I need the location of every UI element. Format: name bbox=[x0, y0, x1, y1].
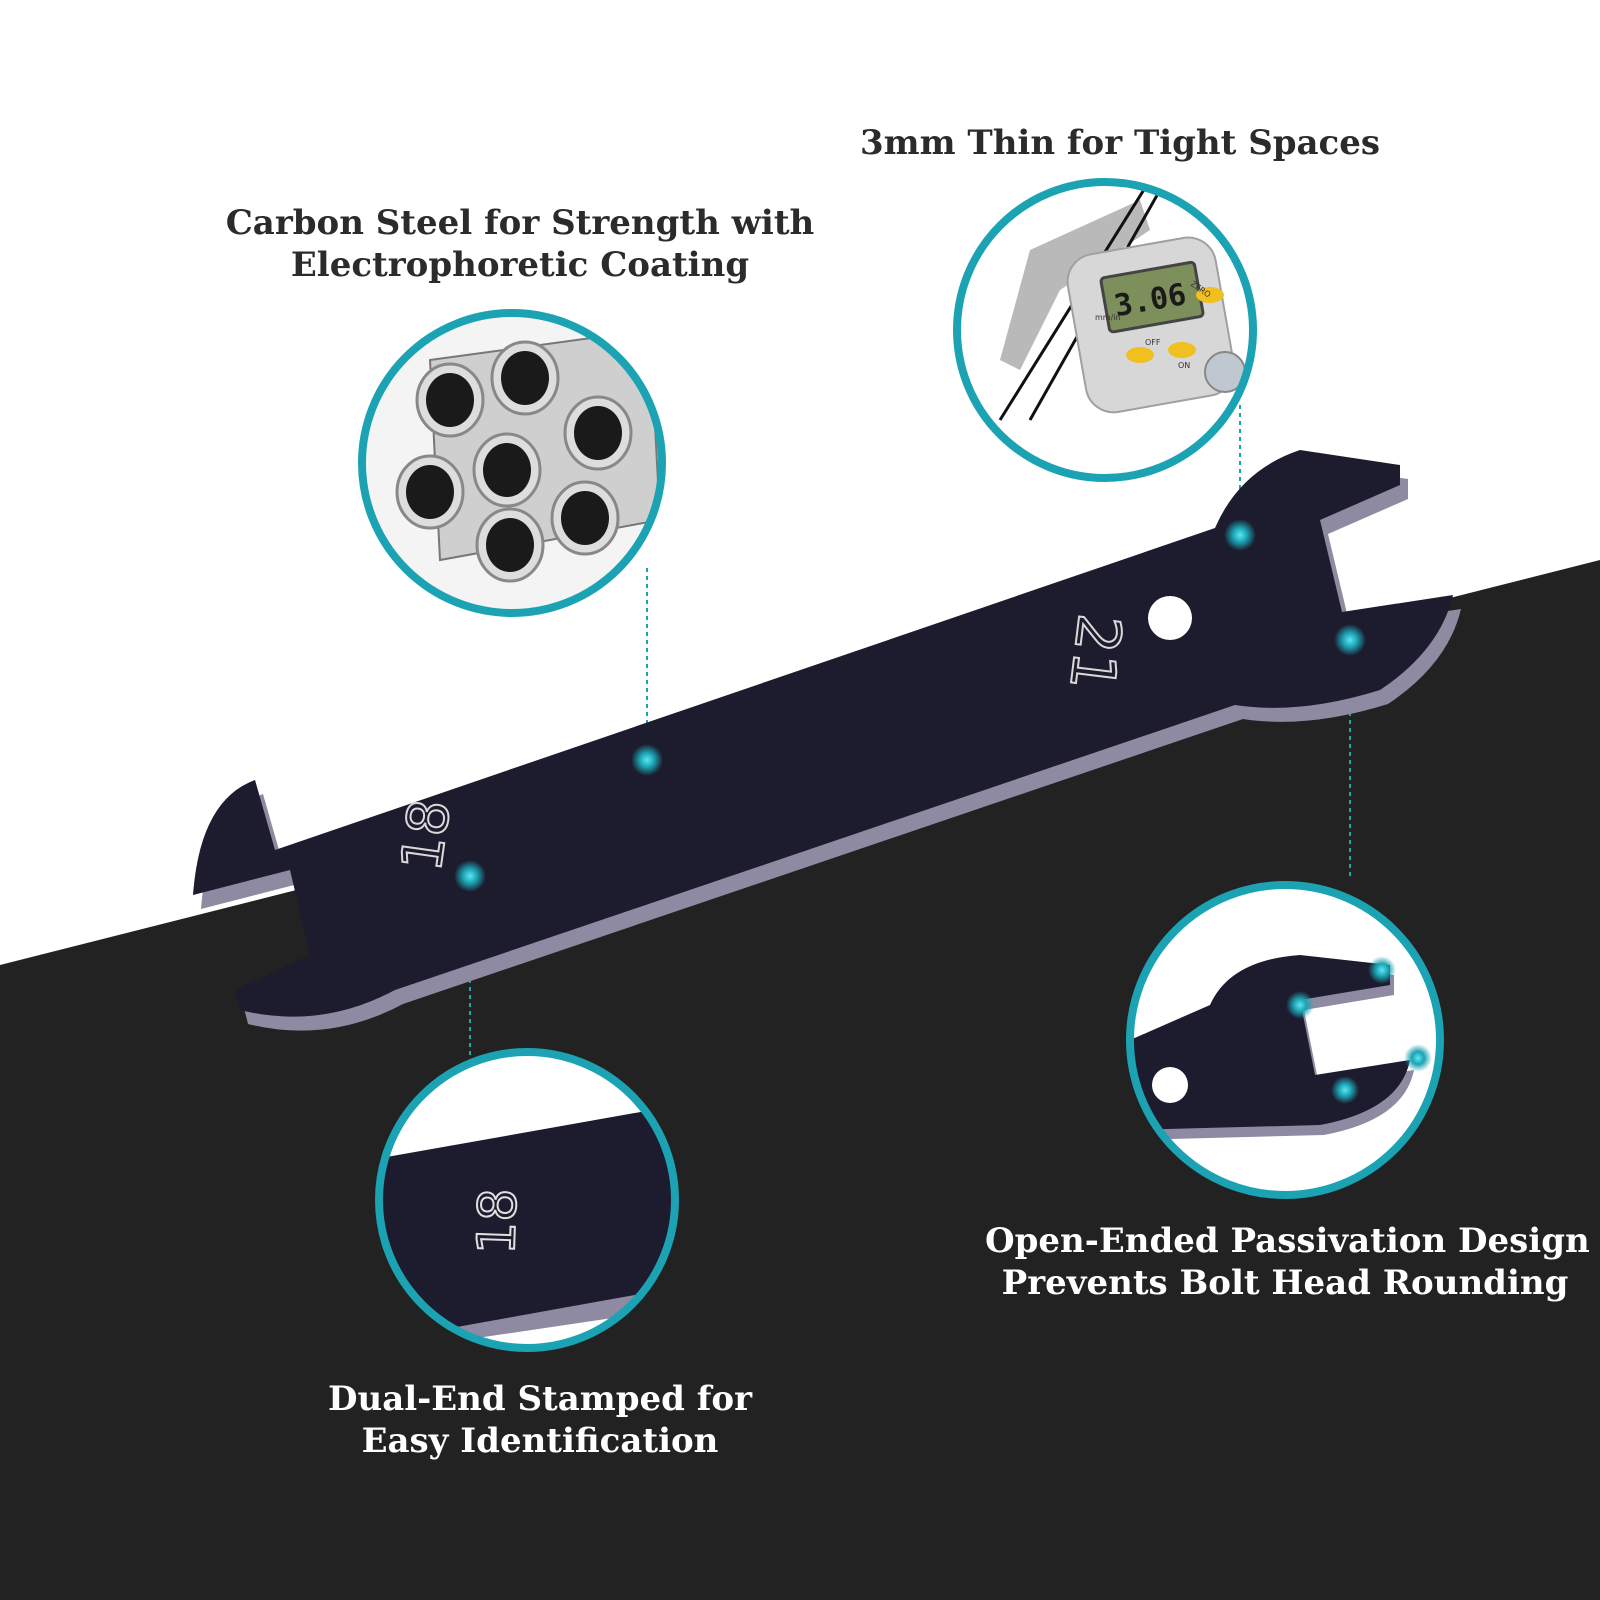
highlight-dots bbox=[454, 519, 1366, 892]
wrench-size-small: 18 bbox=[390, 796, 464, 876]
wrench-body bbox=[193, 450, 1453, 1017]
thin-callout-line1: 3mm Thin for Tight Spaces bbox=[859, 123, 1381, 163]
open-ended-callout-line1: Open-Ended Passivation Design bbox=[985, 1221, 1590, 1261]
carbon-steel-callout-line1: Carbon Steel for Strength with bbox=[225, 203, 815, 243]
dual-end-callout-line2: Easy Identification bbox=[361, 1421, 719, 1461]
dual-end-image: 18 bbox=[375, 1048, 679, 1352]
caliper-unit-label: mm/in bbox=[1095, 313, 1121, 322]
open-ended-callout-line2: Prevents Bolt Head Rounding bbox=[1001, 1263, 1569, 1303]
dark-background-band bbox=[0, 560, 1600, 1600]
open-ended-callout: Open-Ended Passivation Design Prevents B… bbox=[985, 1220, 1590, 1304]
carbon-steel-callout-line2: Electrophoretic Coating bbox=[290, 245, 750, 285]
carbon-steel-image bbox=[358, 309, 666, 617]
caliper-off-label: OFF bbox=[1145, 338, 1161, 347]
wrench-size-large: 21 bbox=[1055, 610, 1134, 694]
caliper-on-label: ON bbox=[1178, 361, 1190, 370]
wrench bbox=[193, 450, 1461, 1031]
wrench-hole bbox=[1148, 596, 1192, 640]
thin-callout: 3mm Thin for Tight Spaces bbox=[840, 122, 1400, 164]
dual-end-callout-line1: Dual-End Stamped for bbox=[327, 1379, 752, 1419]
dual-end-size-label: 18 bbox=[467, 1187, 529, 1255]
carbon-steel-callout: Carbon Steel for Strength with Electroph… bbox=[200, 202, 840, 286]
caliper-image: 3.06 ZERO OFF ON mm/in bbox=[953, 178, 1257, 482]
dual-end-callout: Dual-End Stamped for Easy Identification bbox=[270, 1378, 810, 1462]
open-end-image bbox=[1126, 881, 1444, 1199]
